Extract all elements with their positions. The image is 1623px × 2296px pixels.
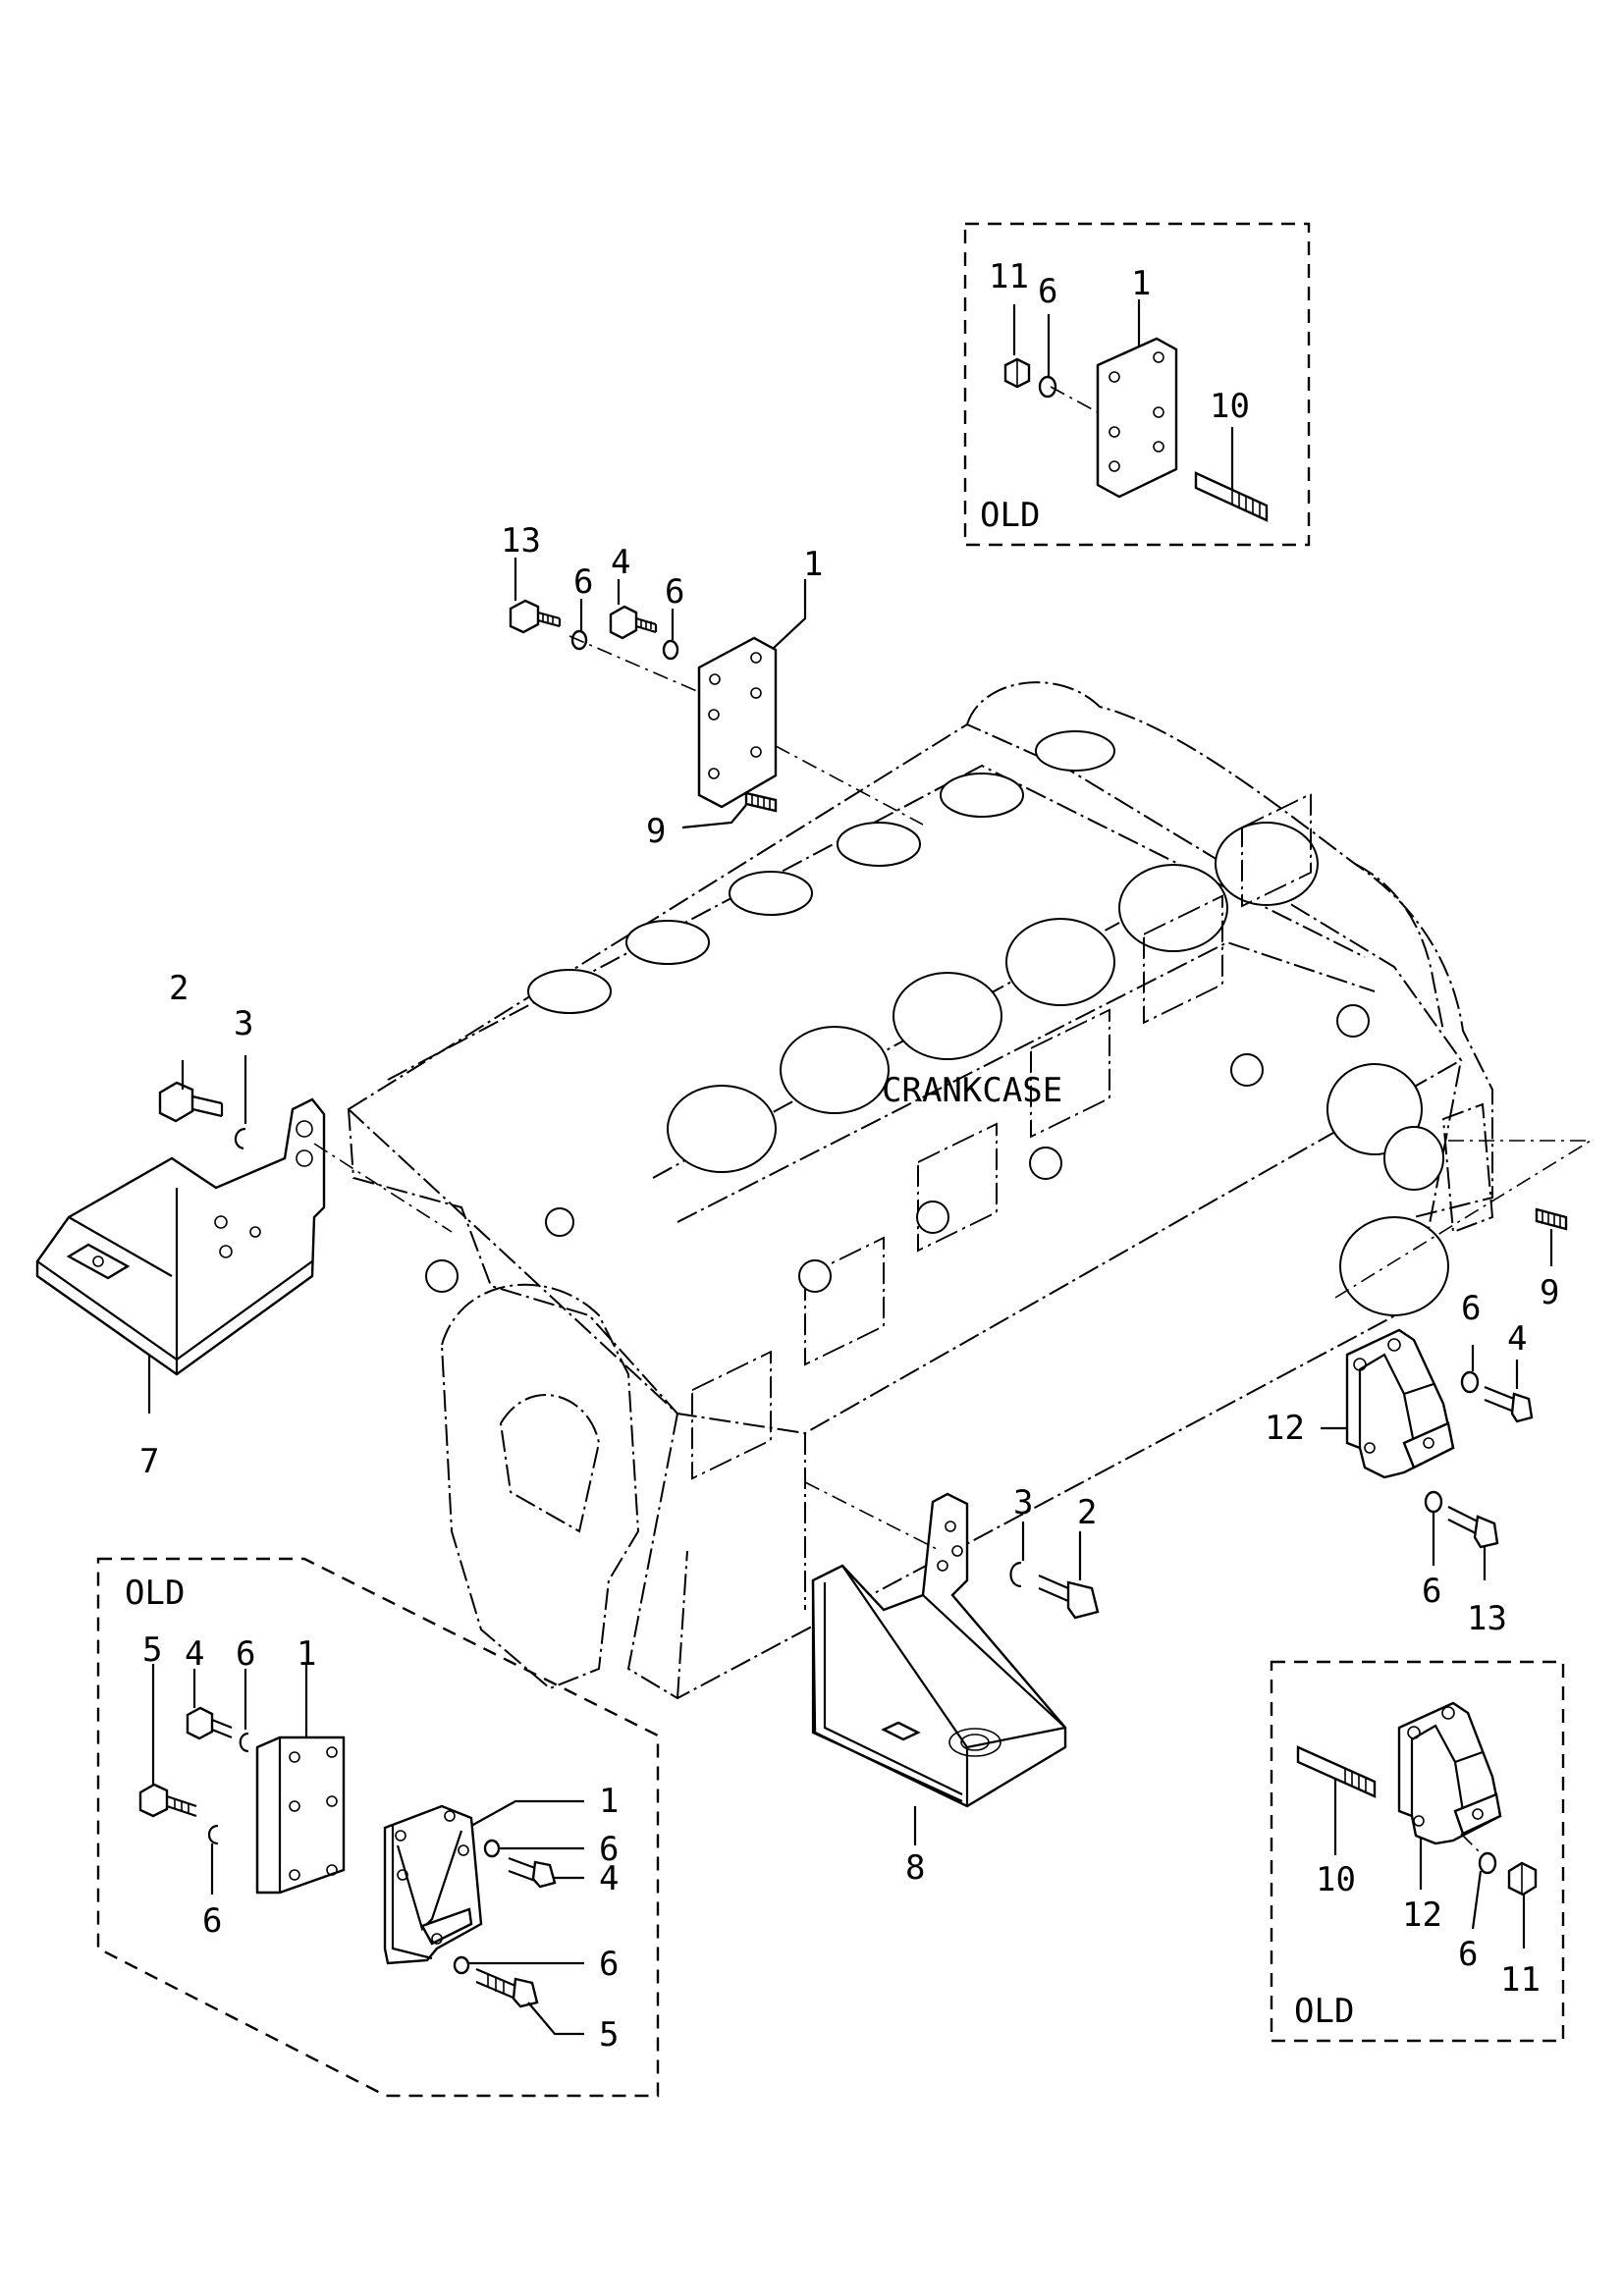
callout-6-bl-c: 6 xyxy=(599,1830,619,1869)
bolt-2-left xyxy=(158,1081,224,1123)
washer-6-bl-c xyxy=(483,1839,501,1858)
callout-6-bl-d: 6 xyxy=(599,1945,619,1984)
crankcase-label: CRANKCASE xyxy=(882,1071,1062,1110)
callout-7-left: 7 xyxy=(139,1442,159,1481)
bolt-4-bl-a xyxy=(186,1706,233,1740)
top-plate-group xyxy=(509,558,924,829)
old-box-top-right: OLD xyxy=(963,222,1311,547)
callout-1-bl-a: 1 xyxy=(297,1634,316,1674)
old-label-bottom-right: OLD xyxy=(1294,1992,1354,2031)
bracket-7 xyxy=(35,1097,326,1376)
callout-12-br: 12 xyxy=(1402,1896,1442,1935)
washer-6-tr xyxy=(1038,375,1057,399)
bracket-8 xyxy=(811,1492,1067,1808)
ring-3-left xyxy=(234,1127,246,1150)
callout-4-right: 4 xyxy=(1507,1319,1527,1359)
bolt-4-top xyxy=(609,605,658,640)
callout-6-bl-b: 6 xyxy=(202,1901,222,1941)
callout-6-tr: 6 xyxy=(1038,272,1057,311)
callout-1-top: 1 xyxy=(803,545,823,584)
bolt-4-bl-b xyxy=(508,1856,557,1889)
callout-8-mid: 8 xyxy=(905,1848,925,1888)
callout-5-bl-b: 5 xyxy=(599,2015,619,2055)
callout-6-br: 6 xyxy=(1458,1935,1478,1974)
plate-1-top xyxy=(697,636,778,809)
left-bracket-group xyxy=(35,1055,453,1414)
callout-10-br: 10 xyxy=(1316,1860,1356,1899)
bolt-2-mid xyxy=(1038,1574,1100,1620)
stud-10-tr xyxy=(1194,471,1269,522)
stud-9-right xyxy=(1535,1207,1568,1231)
old-label-bottom-left: OLD xyxy=(125,1574,185,1613)
bolt-13-top xyxy=(509,599,562,634)
plate-1-bl-a xyxy=(255,1735,346,1895)
callout-10-tr: 10 xyxy=(1210,387,1250,426)
middle-bracket-group xyxy=(804,1481,1100,1845)
bolt-13-right xyxy=(1447,1506,1499,1549)
callout-13-right: 13 xyxy=(1467,1599,1507,1638)
bolt-5-bl-a xyxy=(138,1783,197,1818)
callout-9-top: 9 xyxy=(646,812,666,851)
crankcase-block: CRANKCASE xyxy=(347,681,1494,1700)
old-label-top-right: OLD xyxy=(980,496,1040,535)
callout-2-left: 2 xyxy=(169,969,189,1008)
old-box-bottom-left: OLD xyxy=(96,1557,660,2098)
stud-10-br xyxy=(1296,1745,1377,1798)
bolt-4-right xyxy=(1484,1385,1534,1423)
callout-6-bl-a: 6 xyxy=(236,1634,255,1674)
callout-11-br: 11 xyxy=(1500,1960,1541,2000)
callout-6-right-b: 6 xyxy=(1422,1572,1441,1611)
callout-6-top-b: 6 xyxy=(665,572,684,612)
callout-2-mid: 2 xyxy=(1077,1493,1097,1532)
washer-6-bl-b xyxy=(207,1824,219,1845)
callout-9-right: 9 xyxy=(1540,1273,1559,1312)
washer-6-top-b xyxy=(662,639,679,661)
callout-13-top: 13 xyxy=(501,521,541,561)
bolt-5-bl-b xyxy=(475,1967,539,2008)
washer-6-right-a xyxy=(1460,1370,1480,1394)
washer-6-right-b xyxy=(1424,1490,1443,1514)
callout-6-top-a: 6 xyxy=(573,562,593,602)
callout-12-right: 12 xyxy=(1265,1409,1305,1448)
callout-1-bl-b: 1 xyxy=(599,1782,619,1821)
callout-5-bl-a: 5 xyxy=(142,1630,162,1670)
callout-1-tr: 1 xyxy=(1131,264,1151,303)
callout-3-left: 3 xyxy=(234,1004,253,1043)
ring-3-mid xyxy=(1009,1561,1022,1588)
callout-4-top: 4 xyxy=(611,543,630,582)
callout-11-tr: 11 xyxy=(989,257,1029,296)
plate-1-tr xyxy=(1096,337,1178,499)
right-bracket-group xyxy=(1321,1140,1592,1580)
washer-6-br xyxy=(1478,1851,1497,1875)
callout-4-bl-b: 4 xyxy=(599,1859,619,1898)
old-box-bottom-right: OLD xyxy=(1270,1660,1565,2043)
washer-6-bl-d xyxy=(453,1955,470,1975)
stud-9-top xyxy=(744,791,778,813)
callout-4-bl-a: 4 xyxy=(185,1634,204,1674)
washer-6-bl-a xyxy=(239,1732,249,1753)
callout-3-mid: 3 xyxy=(1013,1483,1033,1522)
callout-6-right-a: 6 xyxy=(1461,1289,1481,1328)
